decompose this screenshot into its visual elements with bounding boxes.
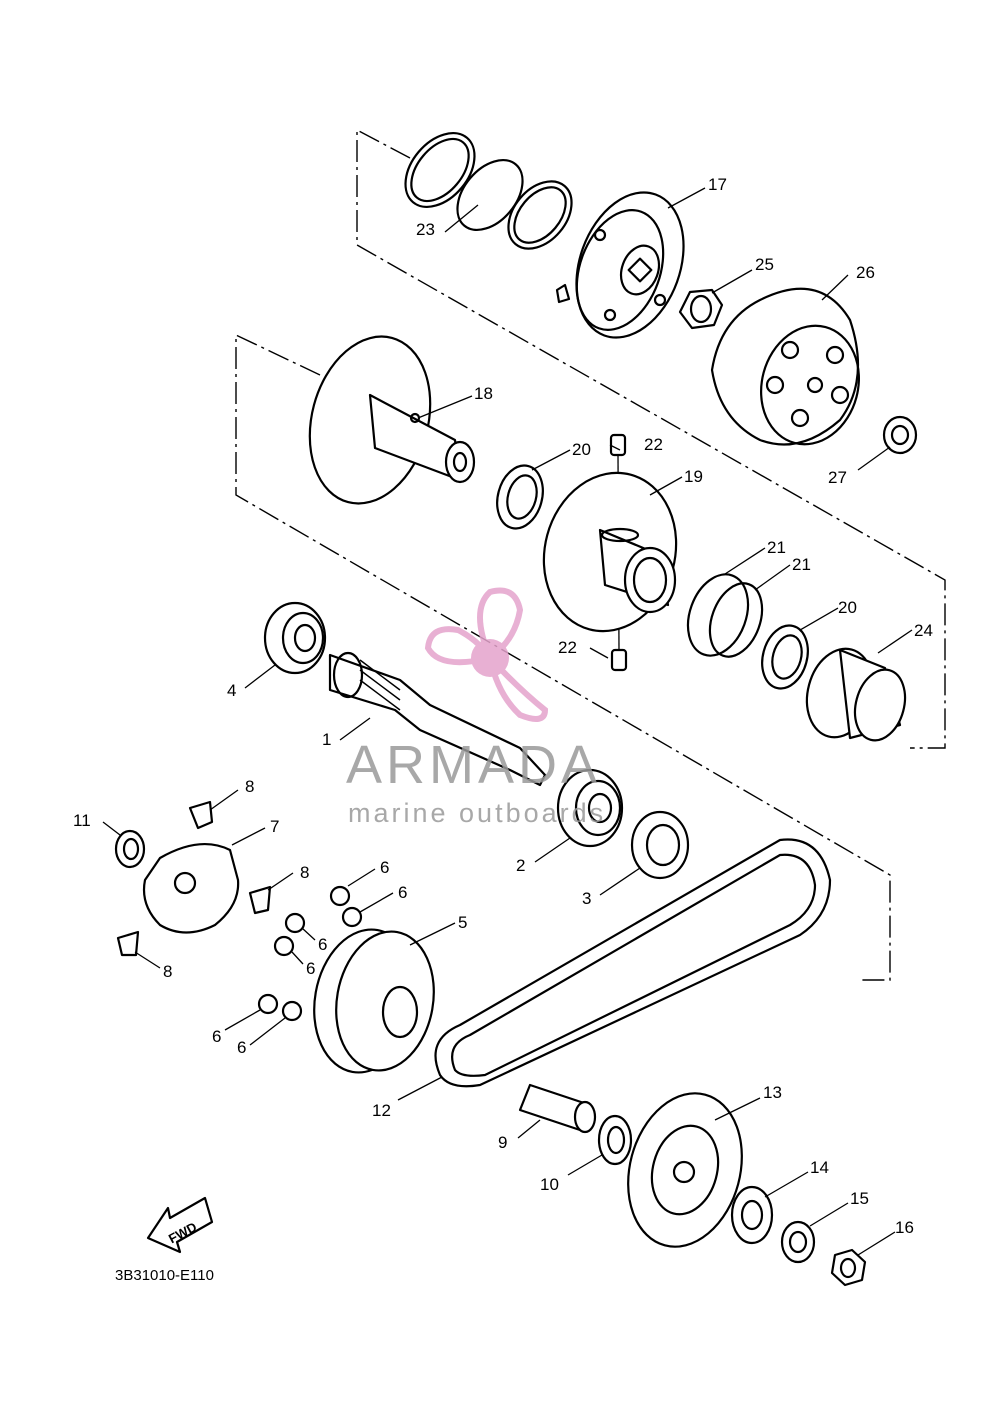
- part-guide-pin-22-upper: [609, 433, 627, 457]
- label-23: 23: [416, 220, 435, 239]
- label-1: 1: [322, 730, 331, 749]
- label-20a: 20: [572, 440, 591, 459]
- label-15: 15: [850, 1189, 869, 1208]
- part-bearing-2: [556, 768, 624, 848]
- label-8a: 8: [245, 777, 254, 796]
- label-14: 14: [810, 1158, 829, 1177]
- part-weight-6b: [341, 906, 363, 928]
- part-clutch-housing: [710, 287, 860, 446]
- part-slider-8c: [116, 930, 140, 957]
- label-25: 25: [755, 255, 774, 274]
- label-9: 9: [498, 1133, 507, 1152]
- part-oil-seal-20a: [496, 464, 544, 530]
- part-collar-9: [518, 1083, 597, 1134]
- part-collar-24: [805, 647, 907, 742]
- label-6e: 6: [212, 1027, 221, 1046]
- label-22a: 22: [644, 435, 663, 454]
- label-21b: 21: [792, 555, 811, 574]
- propeller-logo-icon: [424, 587, 549, 722]
- part-slider-8a: [188, 800, 214, 830]
- label-7: 7: [270, 817, 279, 836]
- label-16: 16: [895, 1218, 914, 1237]
- part-nut-16: [830, 1248, 867, 1287]
- label-6d: 6: [306, 959, 315, 978]
- label-8b: 8: [300, 863, 309, 882]
- label-3: 3: [582, 889, 591, 908]
- part-nut-25: [678, 288, 724, 330]
- label-18: 18: [474, 384, 493, 403]
- label-19: 19: [684, 467, 703, 486]
- label-6f: 6: [237, 1038, 246, 1057]
- part-secondary-sliding-sheave: [542, 471, 678, 633]
- part-oil-seal-20b: [761, 624, 809, 690]
- part-primary-shaft: [328, 651, 547, 787]
- part-primary-sliding-sheave: [313, 928, 435, 1074]
- label-6a: 6: [380, 858, 389, 877]
- label-2: 2: [516, 856, 525, 875]
- part-gear-14: [730, 1185, 774, 1245]
- part-cam-7: [142, 843, 240, 934]
- label-6c: 6: [318, 935, 327, 954]
- part-clutch-carrier: [555, 191, 685, 339]
- part-v-belt: [434, 838, 832, 1088]
- diagram-code: 3B31010-E110: [115, 1267, 214, 1284]
- part-number-labels: 1 2 3 4 5 6 6 6 6 6 6 7 8 8 8 9 10 11 12…: [73, 175, 933, 1237]
- label-22b: 22: [558, 638, 577, 657]
- part-washer-11: [114, 829, 146, 869]
- part-weight-6f: [281, 1000, 303, 1022]
- label-27: 27: [828, 468, 847, 487]
- part-washer-15: [780, 1220, 816, 1264]
- part-slider-8b: [248, 885, 272, 915]
- label-8c: 8: [163, 962, 172, 981]
- part-weight-6e: [257, 993, 279, 1015]
- part-o-ring-21b: [708, 582, 764, 658]
- label-4: 4: [227, 681, 236, 700]
- label-12: 12: [372, 1101, 391, 1120]
- label-6b: 6: [398, 883, 407, 902]
- label-10: 10: [540, 1175, 559, 1194]
- label-21a: 21: [767, 538, 786, 557]
- watermark-brand: ARMADA: [346, 735, 601, 795]
- part-guide-pin-22-lower: [610, 648, 628, 672]
- label-17: 17: [708, 175, 727, 194]
- watermark: ARMADA marine outboards: [346, 587, 606, 828]
- label-5: 5: [458, 913, 467, 932]
- leader-lines: [102, 187, 913, 1256]
- part-primary-fixed-sheave: [627, 1092, 743, 1248]
- label-13: 13: [763, 1083, 782, 1102]
- label-26: 26: [856, 263, 875, 282]
- part-weight-6c: [284, 912, 306, 934]
- part-oil-seal-3: [630, 810, 690, 880]
- part-o-ring-21a: [686, 573, 750, 657]
- part-weight-6d: [273, 935, 295, 957]
- part-weight-6a: [329, 885, 351, 907]
- part-secondary-fixed-sheave: [308, 335, 476, 505]
- watermark-tagline: marine outboards: [348, 798, 606, 828]
- label-24: 24: [914, 621, 933, 640]
- fwd-arrow-icon: FWD: [146, 1196, 214, 1254]
- part-washer-10: [597, 1114, 633, 1166]
- label-11: 11: [73, 811, 91, 830]
- label-20b: 20: [838, 598, 857, 617]
- assembly-frame-lines: [235, 128, 946, 981]
- part-bearing-4: [263, 601, 327, 675]
- part-clutch-spring: [404, 132, 573, 250]
- part-flange-nut-27: [882, 415, 918, 455]
